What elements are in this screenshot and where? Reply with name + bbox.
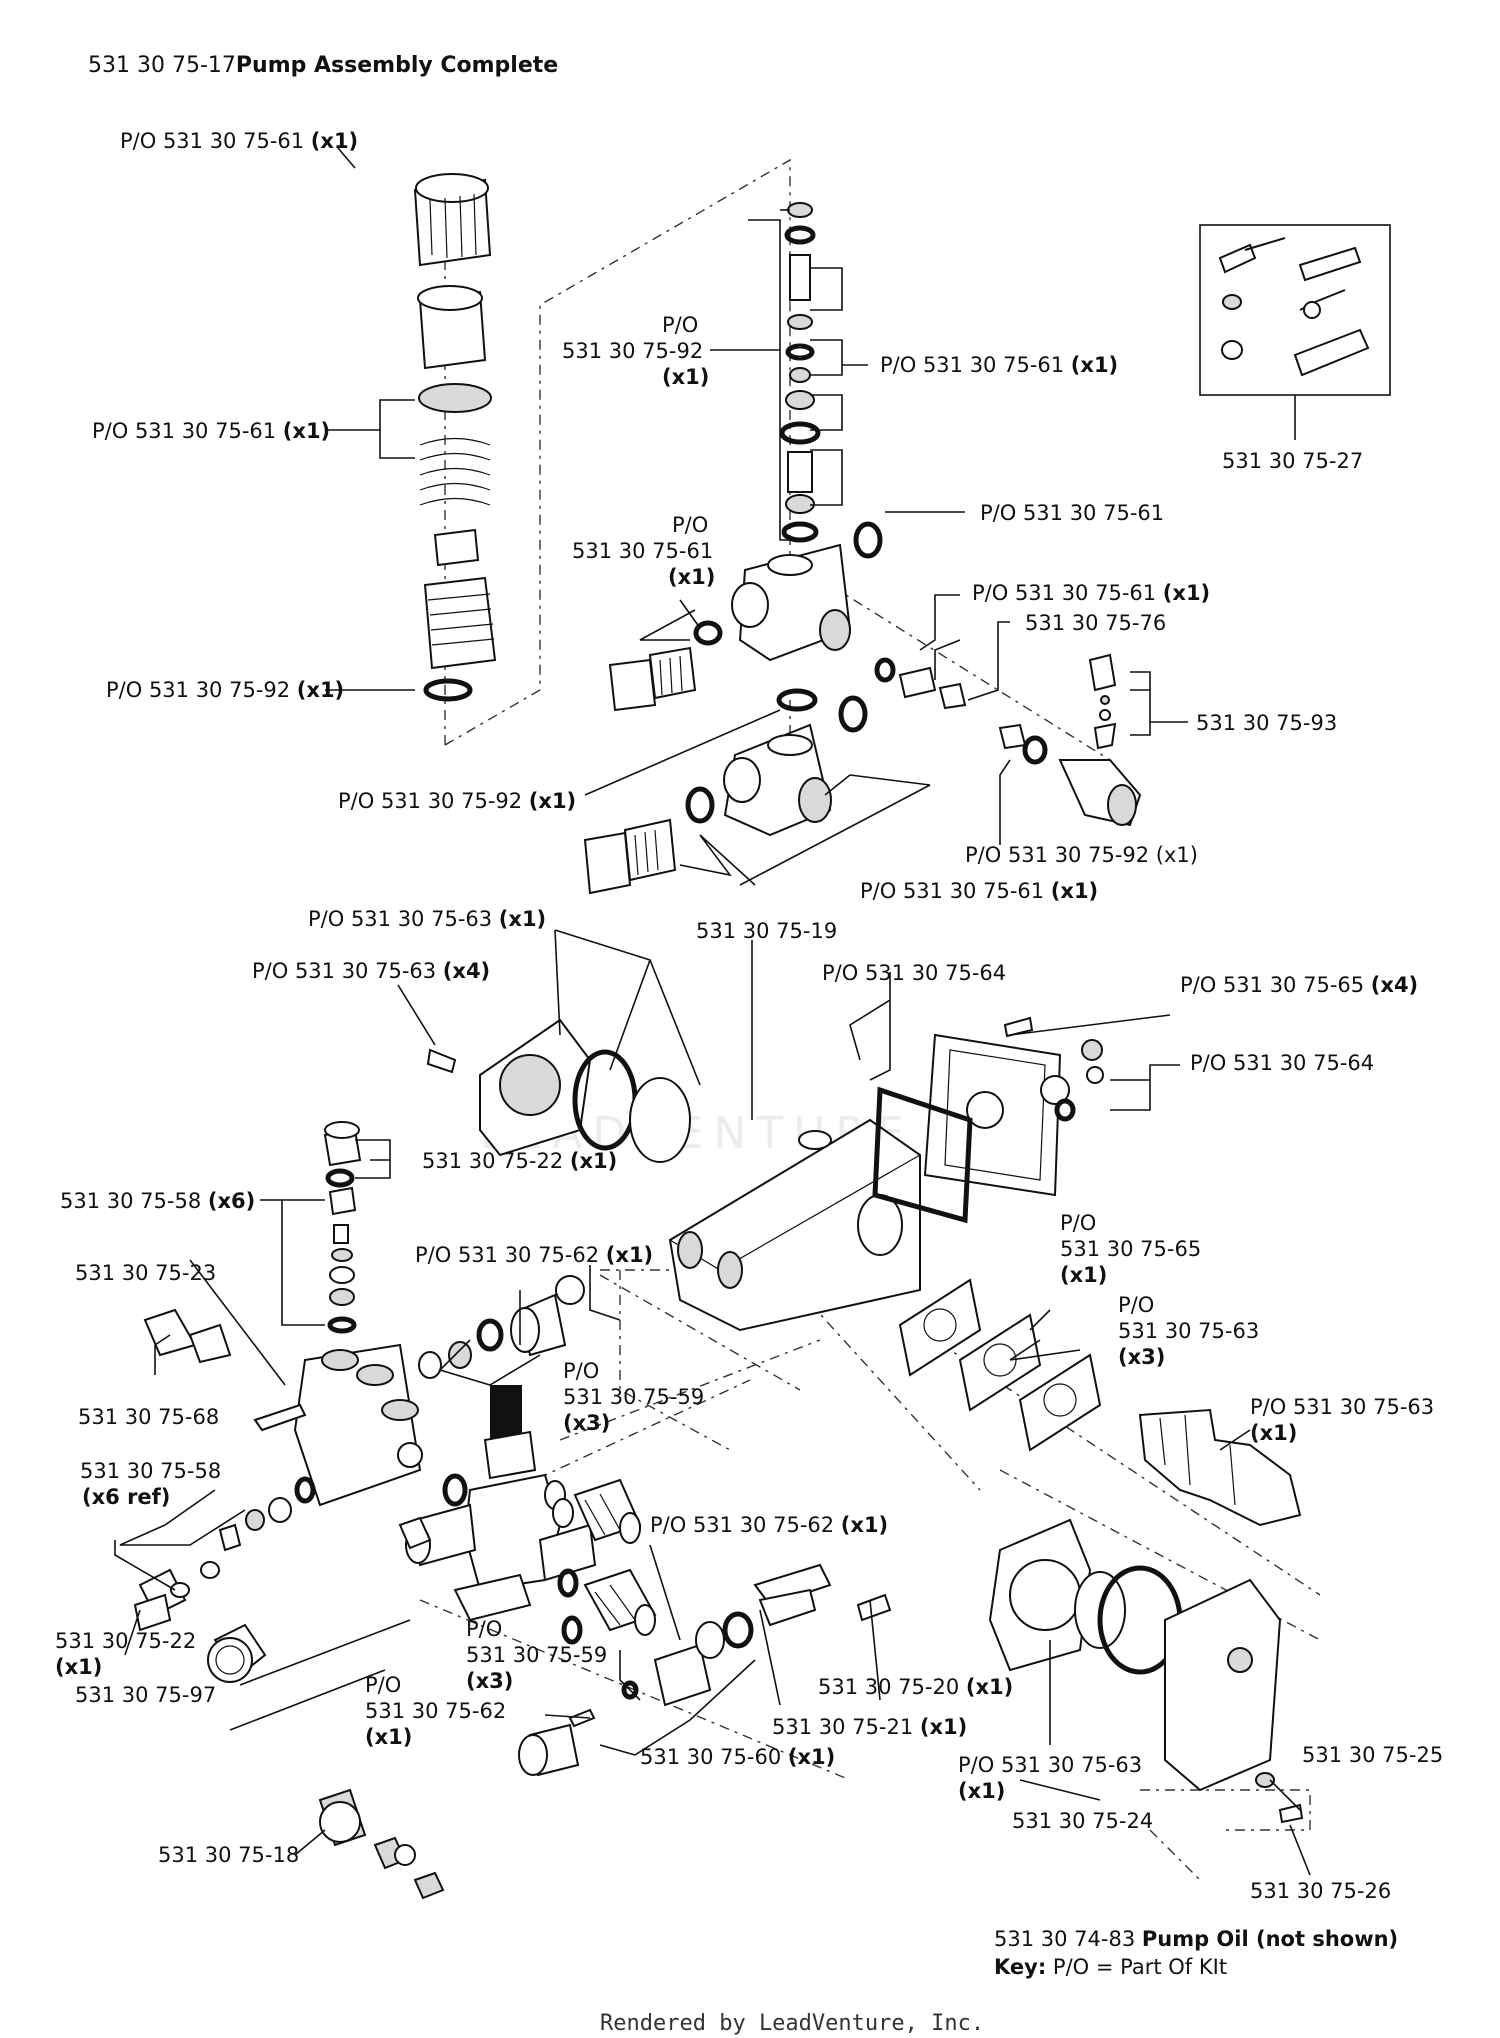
part-label: 531 30 75-18	[158, 1843, 299, 1867]
header-number: 531 30 75-17	[88, 53, 236, 78]
part-label: P/O	[672, 513, 708, 537]
unloader-seat	[423, 576, 497, 670]
rear-cover	[988, 1518, 1304, 1824]
part-label: P/O 531 30 75-92 (x1)	[106, 678, 344, 702]
part-label: 531 30 75-76	[1025, 611, 1166, 635]
unloader-washer	[418, 383, 492, 413]
part-label: (x1)	[958, 1779, 1005, 1803]
part-label: 531 30 75-60 (x1)	[640, 1745, 835, 1769]
part-label: 531 30 75-68	[78, 1405, 219, 1429]
part-label: 531 30 75-23	[75, 1261, 216, 1285]
part-labels: P/O 531 30 75-61 (x1) P/O 531 30 75-61 (…	[55, 129, 1443, 1903]
part-label: 531 30 75-59	[563, 1385, 704, 1409]
part-label: 531 30 75-65	[1060, 1237, 1201, 1261]
piston-seals	[418, 1275, 585, 1379]
part-label: 531 30 75-22 (x1)	[422, 1149, 617, 1173]
hardware-kit-box	[1199, 224, 1391, 396]
part-label: 531 30 75-61	[572, 539, 713, 563]
part-label: 531 30 75-63	[1118, 1319, 1259, 1343]
nozzle-set	[318, 1788, 445, 1900]
connecting-rods	[898, 1278, 1102, 1452]
part-label: P/O 531 30 75-61	[980, 501, 1164, 525]
part-label: P/O 531 30 75-61 (x1)	[860, 879, 1098, 903]
part-label: (x1)	[1060, 1263, 1107, 1287]
plungers	[557, 1478, 657, 1645]
part-label: (x3)	[563, 1411, 610, 1435]
part-label: 531 30 75-58 (x6)	[60, 1189, 255, 1213]
part-label: 531 30 75-26	[1250, 1879, 1391, 1903]
unloader-knob-stack	[413, 173, 497, 702]
part-label: P/O	[466, 1617, 502, 1641]
part-label: P/O 531 30 75-61 (x1)	[880, 353, 1118, 377]
part-label: 531 30 75-22	[55, 1629, 196, 1653]
part-label: (x1)	[668, 565, 715, 589]
outlet-manifold	[608, 521, 883, 712]
part-label: 531 30 75-59	[466, 1643, 607, 1667]
part-label: P/O 531 30 75-62 (x1)	[415, 1243, 653, 1267]
crankshaft	[1138, 1408, 1302, 1527]
part-label: P/O 531 30 75-92 (x1)	[338, 789, 576, 813]
part-label: P/O	[365, 1673, 401, 1697]
part-label: 531 30 75-19	[696, 919, 837, 943]
part-label: 531 30 75-58	[80, 1459, 221, 1483]
part-label: 531 30 75-97	[75, 1683, 216, 1707]
pump-oil-note: 531 30 74-83 Pump Oil (not shown)	[994, 1927, 1398, 1951]
part-label: P/O 531 30 75-63	[1250, 1395, 1434, 1419]
part-label: 531 30 75-20 (x1)	[818, 1675, 1013, 1699]
part-label: P/O 531 30 75-63 (x4)	[252, 959, 490, 983]
leader-lines	[114, 147, 1311, 1876]
part-label: P/O	[563, 1359, 599, 1383]
cover-plate	[872, 1016, 1104, 1224]
part-label: 531 30 75-93	[1196, 711, 1337, 735]
part-label: 531 30 75-24	[1012, 1809, 1153, 1833]
part-label: P/O 531 30 75-64	[822, 961, 1006, 985]
unloader-spring	[419, 437, 491, 506]
inlet-manifold	[583, 688, 868, 895]
unloader-oring	[423, 678, 473, 702]
header-title: Pump Assembly Complete	[236, 53, 558, 78]
plunger-sleeves	[518, 1563, 892, 1777]
unloader-valve	[405, 1385, 597, 1622]
part-label: 531 30 75-27	[1222, 449, 1363, 473]
key-legend: Key: P/O = Part Of KIt	[994, 1955, 1227, 1979]
pump-crankcase	[668, 1118, 921, 1332]
diagram-header: 531 30 75-17Pump Assembly Complete	[88, 53, 558, 78]
part-label: (x3)	[466, 1669, 513, 1693]
part-label: 531 30 75-92	[562, 339, 703, 363]
part-label: 531 30 75-62	[365, 1699, 506, 1723]
part-label: 531 30 75-21 (x1)	[772, 1715, 967, 1739]
inlet-fittings	[133, 1476, 432, 1632]
part-label: P/O	[1060, 1211, 1096, 1235]
part-label: P/O 531 30 75-62 (x1)	[650, 1513, 888, 1537]
part-label: P/O 531 30 75-64	[1190, 1051, 1374, 1075]
part-label: P/O 531 30 75-92 (x1)	[965, 843, 1198, 867]
valve-stack-left	[323, 1121, 362, 1334]
part-label: (x3)	[1118, 1345, 1165, 1369]
check-valve-assembly	[874, 653, 1142, 827]
part-label: (x1)	[1250, 1421, 1297, 1445]
part-label: 531 30 75-25	[1302, 1743, 1443, 1767]
render-credit: Rendered by LeadVenture, Inc.	[600, 2011, 984, 2036]
valve-stack	[779, 202, 821, 543]
part-label: (x1)	[365, 1725, 412, 1749]
part-label: P/O 531 30 75-61 (x1)	[92, 419, 330, 443]
part-label: P/O 531 30 75-65 (x4)	[1180, 973, 1418, 997]
part-label: P/O	[1118, 1293, 1154, 1317]
part-label: P/O 531 30 75-61 (x1)	[120, 129, 358, 153]
part-label: P/O	[662, 313, 698, 337]
part-label: (x6 ref)	[82, 1485, 170, 1509]
unloader-piston	[433, 528, 480, 567]
part-label: P/O 531 30 75-61 (x1)	[972, 581, 1210, 605]
part-label: (x1)	[662, 365, 709, 389]
part-label: (x1)	[55, 1655, 102, 1679]
part-label: P/O 531 30 75-63	[958, 1753, 1142, 1777]
bearing-cover-left	[426, 1018, 691, 1163]
part-label: P/O 531 30 75-63 (x1)	[308, 907, 546, 931]
outlet-fitting	[207, 1623, 267, 1683]
